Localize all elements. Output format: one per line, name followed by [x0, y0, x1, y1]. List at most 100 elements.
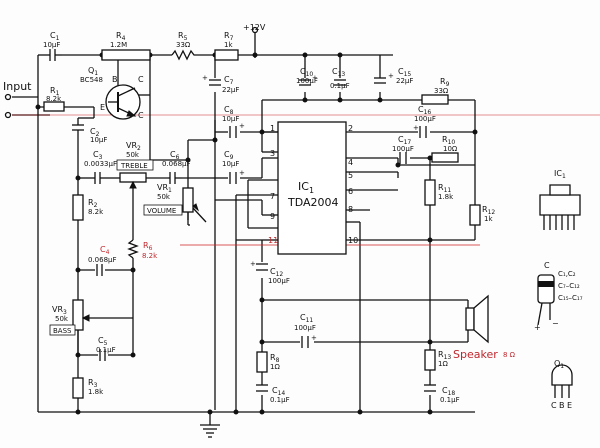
label-c9-name: C9	[224, 150, 234, 161]
label-c10-value: 100µF	[296, 77, 318, 85]
label-c16-name: C16	[418, 105, 431, 116]
label-c12-value: 100µF	[268, 277, 290, 285]
capacitor-c6	[168, 172, 182, 184]
svg-text:+: +	[413, 124, 419, 132]
speaker-impedance: 8 Ω	[503, 351, 516, 359]
legend-cap-group-1: C₁,C₂	[558, 270, 576, 278]
legend-ic-title: IC1	[554, 169, 566, 180]
legend-electrolytic-capacitor-icon	[537, 274, 555, 326]
tag-bass-box	[49, 324, 76, 336]
resistor-r12	[469, 204, 481, 226]
ic-pin-7: 7	[270, 192, 275, 201]
input-label: Input	[3, 80, 32, 93]
label-r12-name: R12	[482, 205, 495, 216]
label-c17-value: 100µF	[392, 145, 414, 153]
ic-part: TDA2004	[287, 196, 339, 209]
label-q1-c: C	[138, 75, 144, 84]
label-c3-name: C3	[93, 150, 103, 161]
label-r4-value: 1.2M	[110, 41, 127, 49]
tag-volume: VOLUME	[147, 207, 176, 215]
capacitor-c17	[399, 152, 407, 164]
legend-cap-group-3: C₁₅–C₁₇	[558, 294, 583, 302]
resistor-r8	[256, 351, 268, 373]
label-r3-value: 1.8k	[88, 388, 104, 396]
label-c4-value: 0.068µF	[88, 256, 117, 264]
ic-pin-3: 3	[270, 149, 275, 158]
label-c15-value: 22µF	[396, 77, 413, 85]
resistor-r1	[43, 101, 65, 112]
label-r13-name: R13	[438, 350, 451, 361]
input-terminal-signal	[4, 93, 12, 101]
resistor-r10	[431, 152, 459, 163]
label-r8-name: R8	[270, 353, 280, 364]
ic-pin-4: 4	[348, 158, 353, 167]
label-c2-name: C2	[90, 127, 100, 138]
ic-pin-2: 2	[348, 124, 353, 133]
resistor-r13	[424, 349, 436, 371]
label-r8-value: 1Ω	[270, 363, 280, 371]
label-c17-name: C17	[398, 135, 411, 146]
svg-text:+: +	[312, 74, 318, 82]
transistor-q1	[105, 84, 141, 120]
ic-pin-1: 1	[270, 124, 275, 133]
ic-tda2004	[277, 121, 347, 255]
svg-text:+: +	[388, 72, 394, 80]
label-c5-value: 0.1µF	[96, 346, 116, 354]
label-r1-value: 8.2k	[46, 95, 62, 103]
label-c14-name: C14	[272, 386, 285, 397]
capacitor-c11: +	[301, 334, 317, 348]
label-c5-name: C5	[98, 336, 108, 347]
label-c18-value: 0.1µF	[440, 396, 460, 404]
ic-pin-labels: 1 2 3 4 5 6 7 8 9 10 11	[268, 124, 358, 245]
svg-text:+: +	[311, 334, 317, 342]
capacitor-c5	[99, 349, 106, 361]
resistor-r4	[101, 49, 151, 61]
label-c3-value: 0.0033µF	[84, 160, 117, 168]
label-r3-name: R3	[88, 378, 98, 389]
ground-icon	[200, 424, 220, 438]
label-vr3-value: 50k	[55, 315, 69, 323]
label-c1-name: C1	[50, 31, 60, 42]
label-r6-value: 8.2k	[142, 252, 158, 260]
capacitor-c18	[424, 384, 436, 392]
label-c2-value: 10µF	[90, 136, 107, 144]
speaker-label: Speaker	[453, 348, 498, 361]
tag-bass: BASS	[53, 327, 72, 335]
capacitor-c12: +	[250, 260, 268, 271]
potentiometer-vr3	[72, 299, 90, 331]
label-c15-name: C15	[398, 67, 411, 78]
capacitor-c1	[44, 49, 62, 61]
ic-name: IC1	[298, 180, 314, 195]
legend-q-pin-b: B	[559, 401, 565, 410]
svg-text:+: +	[250, 260, 256, 268]
capacitor-c8: +	[229, 122, 245, 138]
resistor-r9	[421, 94, 449, 105]
label-r4-name: R4	[116, 31, 126, 42]
label-r10-value: 10Ω	[443, 145, 458, 153]
label-c9-value: 10µF	[222, 160, 239, 168]
supply-terminal	[251, 26, 259, 34]
label-r12-value: 1k	[484, 215, 493, 223]
label-r11-name: R11	[438, 183, 451, 194]
legend-q-title: Q1	[554, 359, 564, 370]
tag-treble-box	[116, 159, 154, 171]
legend-q-pin-e: E	[567, 401, 572, 410]
label-c13-value: 0.1µF	[330, 82, 350, 90]
resistor-r3	[72, 377, 84, 399]
capacitor-c16: +	[413, 124, 427, 138]
label-vr2-name: VR2	[126, 141, 141, 152]
capacitor-c9: +	[229, 169, 245, 184]
label-q1-name: Q1	[88, 66, 98, 77]
label-c6-name: C6	[170, 150, 180, 161]
label-q1-b: B	[112, 75, 118, 84]
capacitor-c13	[334, 79, 346, 86]
resistor-r2	[72, 194, 84, 221]
potentiometer-vr2	[119, 172, 147, 189]
label-c8-name: C8	[224, 105, 234, 116]
label-vr2-value: 50k	[126, 151, 140, 159]
label-r13-value: 1Ω	[438, 360, 448, 368]
speaker-icon	[465, 294, 489, 344]
label-c11-value: 100µF	[294, 324, 316, 332]
